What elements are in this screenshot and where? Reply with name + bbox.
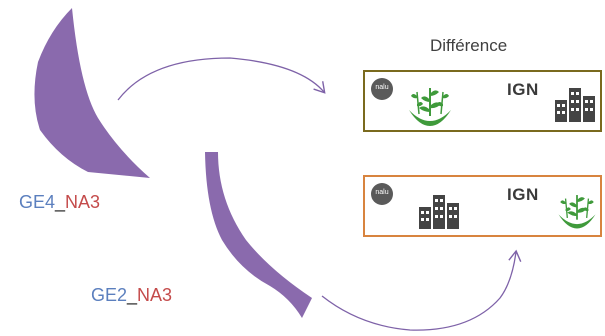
ge2-shape — [205, 152, 312, 318]
nalu-logo: nalu — [371, 183, 393, 205]
buildings-icon — [555, 88, 595, 122]
label-ge2-part2: NA3 — [137, 285, 173, 305]
ge4-shape — [34, 8, 150, 178]
label-ge4-na3: GE4_NA3 — [19, 192, 100, 213]
arrow-upper — [117, 57, 326, 101]
label-ge2-na3: GE2_NA3 — [91, 285, 172, 306]
label-ge4-part2: NA3 — [65, 192, 101, 212]
vegetation-icon — [409, 88, 451, 126]
ign-logo: IGN — [507, 185, 539, 204]
diagram-title: Différence — [430, 36, 508, 55]
label-ge2-part1: GE2 — [91, 285, 128, 305]
difference-box-2: nalu IGN — [363, 175, 602, 237]
nalu-logo: nalu — [371, 78, 393, 100]
arrow-lower — [321, 249, 522, 331]
buildings-icon — [419, 195, 459, 229]
ign-logo: IGN — [507, 80, 539, 99]
label-ge4-part1: GE4 — [19, 192, 56, 212]
label-ge4-sep: _ — [55, 192, 66, 212]
vegetation-icon — [558, 195, 596, 229]
difference-box-1: nalu IGN — [363, 70, 602, 132]
label-ge2-sep: _ — [127, 285, 138, 305]
nalu-logo-text: nalu — [375, 189, 389, 196]
nalu-logo-text: nalu — [375, 84, 389, 91]
